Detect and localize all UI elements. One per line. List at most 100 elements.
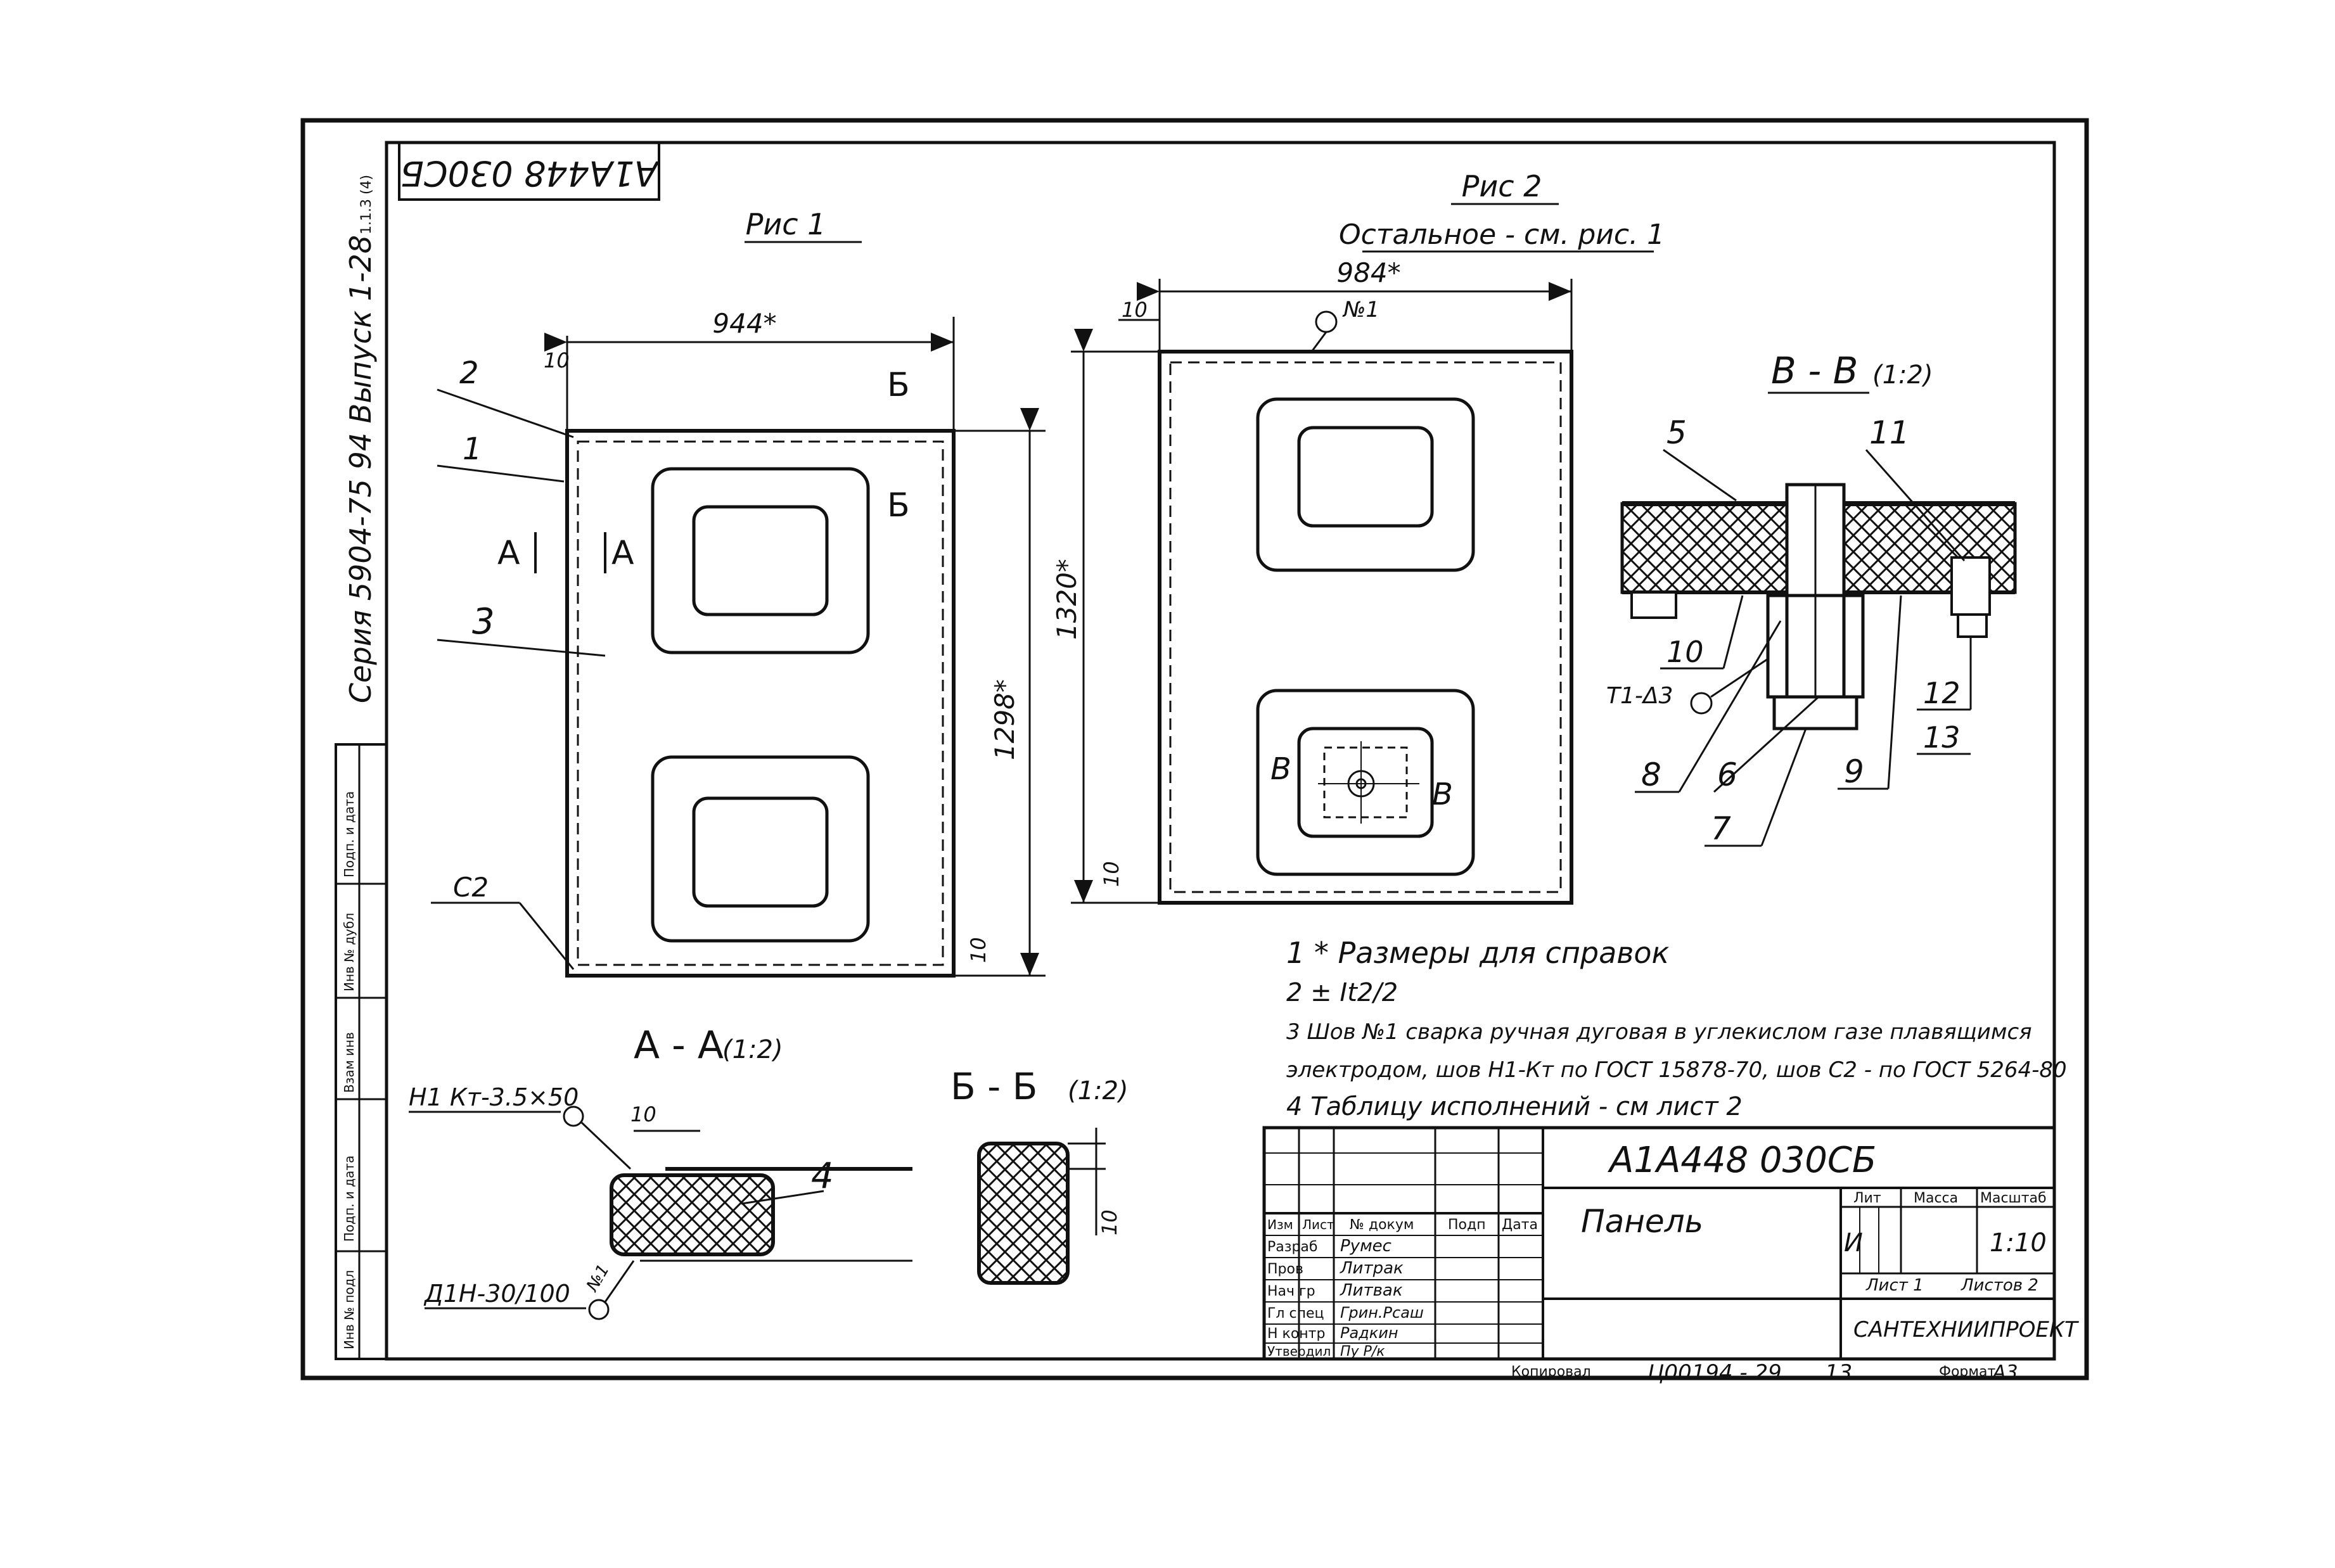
tb-col-header: Изм xyxy=(1267,1217,1293,1232)
note-line: 2 ± It2/2 xyxy=(1286,978,1398,1007)
note-line: электродом, шов Н1-Кт по ГОСТ 15878-70, … xyxy=(1286,1057,2067,1083)
tb-lit-label: Лит xyxy=(1853,1190,1881,1206)
vv-callout: 8 xyxy=(1641,756,1661,793)
tb-role: Н контр xyxy=(1267,1326,1325,1342)
vv-title: В - В xyxy=(1771,349,1858,392)
vv-callout: 7 xyxy=(1711,810,1731,847)
series-small: 1.1.3 (4) xyxy=(359,175,374,234)
outer-frame xyxy=(300,118,2089,1380)
aa-weld-bottom: Д1Н-30/100 xyxy=(423,1280,570,1308)
note-line: 4 Таблицу исполнений - см лист 2 xyxy=(1286,1092,1743,1121)
footer-num: 13 xyxy=(1825,1360,1852,1386)
tb-signer: Румес xyxy=(1340,1237,1391,1256)
tb-role: Нач гр xyxy=(1267,1284,1315,1299)
vv-scale: (1:2) xyxy=(1872,360,1933,390)
tb-role: Гл спец xyxy=(1267,1306,1324,1322)
tb-role: Пров xyxy=(1267,1261,1303,1277)
fig1-callout: 3 xyxy=(472,601,495,642)
footer-copied: Копировал xyxy=(1511,1364,1591,1380)
fig1-dim-bottom: 10 xyxy=(966,937,990,963)
tb-col-header: № докум xyxy=(1350,1217,1414,1233)
fig1-section-a-right: А xyxy=(611,534,634,572)
section-bb: Б - Б (1:2) 10 xyxy=(950,1065,1129,1285)
figure-1: Рис 1 944* 10 1298* 10 А А Б Б 2 1 3 xyxy=(431,207,1046,978)
tb-col-header: Дата xyxy=(1502,1217,1538,1233)
fig2-section-left: В xyxy=(1270,751,1291,787)
tb-name: Панель xyxy=(1581,1203,1703,1240)
bb-dim: 10 xyxy=(1097,1209,1122,1235)
tb-col-header: Подп xyxy=(1448,1217,1486,1233)
vv-callout: 13 xyxy=(1923,720,1961,755)
note-line: 3 Шов №1 сварка ручная дуговая в углекис… xyxy=(1286,1019,2032,1045)
footer-format-label: Формат xyxy=(1939,1364,1995,1380)
fig2-recess-upper xyxy=(1256,397,1475,572)
aa-weld-no: №1 xyxy=(582,1261,613,1296)
tb-scale-label: Масштаб xyxy=(1980,1190,2047,1206)
fig1-recess-lower xyxy=(651,755,870,943)
tb-role: Утвердил xyxy=(1267,1344,1331,1359)
fig2-weld-label: №1 xyxy=(1342,297,1379,322)
vv-callout: 10 xyxy=(1666,635,1704,669)
vv-callout: 9 xyxy=(1844,753,1864,790)
aa-scale: (1:2) xyxy=(722,1035,783,1064)
fig1-dim-width: 944* xyxy=(712,308,776,339)
fig1-section-b-bottom: Б xyxy=(887,487,910,525)
fig2-panel-outline xyxy=(1158,350,1573,905)
section-vv: В - В (1:2) 5 11 10 12 13 Т1-Δ3 8 6 9 xyxy=(1606,349,2017,847)
tb-mass-label: Масса xyxy=(1914,1190,1958,1206)
tb-signer: Радкин xyxy=(1340,1324,1398,1342)
series-text: Серия 5904-75 94 Выпуск 1-28 xyxy=(343,235,378,703)
title-block: Изм Лист № докум Подп Дата Разраб Пров Н… xyxy=(1262,1126,2079,1361)
vv-weld-label: Т1-Δ3 xyxy=(1606,683,1673,709)
fig2-dim-edge: 10 xyxy=(1122,298,1148,322)
footer: Копировал Ц00194 - 29 13 Формат А3 xyxy=(1511,1360,2018,1386)
stamp-code: А1А448 030СБ xyxy=(400,153,660,193)
fig2-dim-height: 1320* xyxy=(1051,559,1082,640)
fig1-callout: 2 xyxy=(459,355,479,391)
tb-signer: Пу Р/к xyxy=(1340,1344,1385,1360)
fig2-dim-bottom: 10 xyxy=(1099,861,1123,887)
fig2-recess-lower xyxy=(1256,689,1475,876)
code-stamp: А1А448 030СБ xyxy=(398,141,660,201)
tb-org: САНТЕХНИИПРОЕКТ xyxy=(1853,1317,2079,1342)
fig1-dim-height: 1298* xyxy=(989,679,1020,760)
fig1-panel-outline xyxy=(565,429,956,978)
aa-weld-top: Н1 Кт-3.5×50 xyxy=(409,1083,579,1111)
bb-scale: (1:2) xyxy=(1068,1076,1129,1106)
fig2-section-right: В xyxy=(1432,777,1453,812)
vv-callout: 5 xyxy=(1666,414,1687,451)
bb-title: Б - Б xyxy=(950,1065,1037,1108)
fig2-title: Рис 2 xyxy=(1462,169,1542,203)
tb-signer: Литвак xyxy=(1340,1281,1403,1300)
tb-sheet: Лист 1 xyxy=(1865,1276,1924,1295)
fig2-subtitle: Остальное - см. рис. 1 xyxy=(1339,219,1665,251)
tb-scale-value: 1:10 xyxy=(1990,1228,2047,1258)
tb-role: Разраб xyxy=(1267,1239,1317,1255)
note-line: 1 * Размеры для справок xyxy=(1286,936,1670,970)
left-strip: Инв № подл Подп. и дата Взам инв Инв № д… xyxy=(335,743,388,1360)
tb-sheets: Листов 2 xyxy=(1961,1276,2038,1295)
aa-profile xyxy=(610,1173,775,1256)
fig1-section-a-left: А xyxy=(497,534,520,572)
footer-code: Ц00194 - 29 xyxy=(1647,1360,1782,1386)
tb-signer: Грин.Рсаш xyxy=(1340,1304,1424,1322)
strip-label: Взам инв xyxy=(342,1032,357,1093)
fig1-title: Рис 1 xyxy=(746,207,826,241)
aa-dim: 10 xyxy=(630,1102,656,1126)
vv-callout: 11 xyxy=(1869,414,1910,451)
notes: 1 * Размеры для справок 2 ± It2/2 3 Шов … xyxy=(1286,936,2067,1121)
aa-title: А - А xyxy=(634,1023,724,1068)
bb-profile xyxy=(977,1142,1070,1285)
fig1-dim-edge: 10 xyxy=(544,348,570,373)
tb-col-header: Лист xyxy=(1302,1217,1334,1232)
tb-signer: Литрак xyxy=(1340,1259,1404,1278)
strip-label: Подп. и дата xyxy=(342,791,357,877)
fig1-recess-upper xyxy=(651,467,870,654)
section-aa: А - А (1:2) Н1 Кт-3.5×50 10 4 Д1Н-30/100… xyxy=(409,1023,912,1320)
fig1-callout: С2 xyxy=(453,872,489,903)
fig1-callout: 1 xyxy=(463,431,482,467)
strip-label: Инв № подл xyxy=(342,1270,357,1349)
footer-format-value: А3 xyxy=(1992,1361,2018,1384)
tb-doc-number: А1А448 030СБ xyxy=(1608,1140,1876,1181)
